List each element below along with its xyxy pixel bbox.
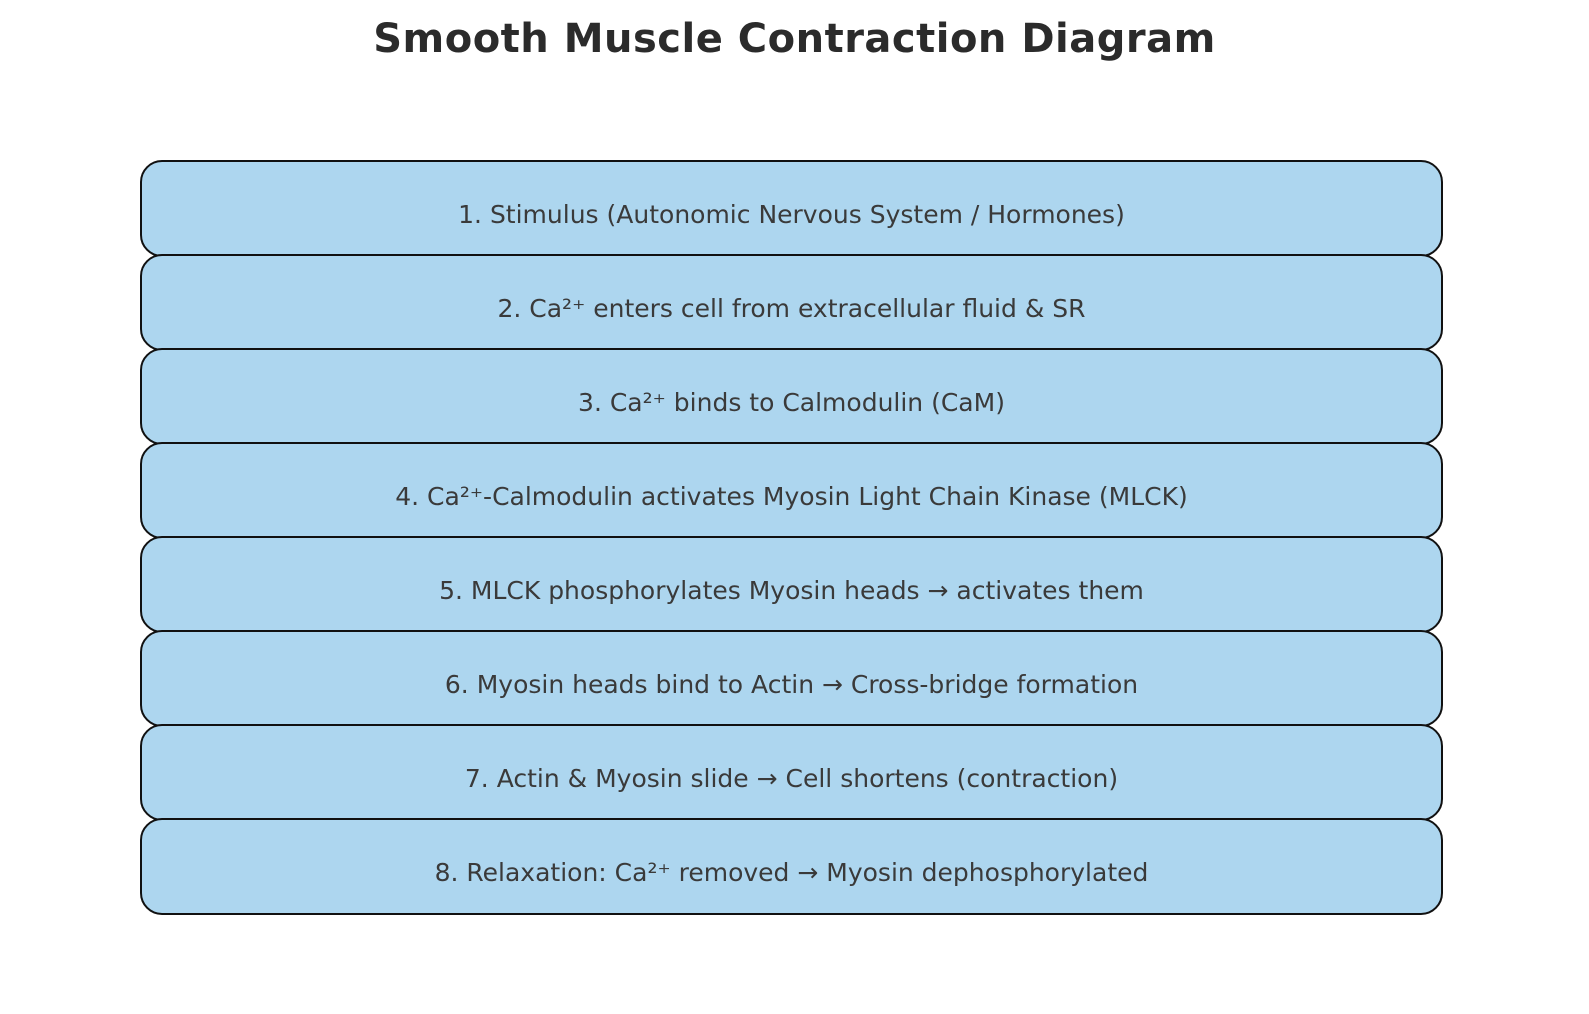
step-stack: 1. Stimulus (Autonomic Nervous System / … [140,160,1443,915]
step-box-7: 7. Actin & Myosin slide → Cell shortens … [140,724,1443,821]
diagram-title: Smooth Muscle Contraction Diagram [373,16,1216,62]
step-box-5: 5. MLCK phosphorylates Myosin heads → ac… [140,536,1443,633]
step-box-3: 3. Ca²⁺ binds to Calmodulin (CaM) [140,348,1443,445]
step-box-1: 1. Stimulus (Autonomic Nervous System / … [140,160,1443,257]
step-box-6: 6. Myosin heads bind to Actin → Cross-br… [140,630,1443,727]
step-box-8: 8. Relaxation: Ca²⁺ removed → Myosin dep… [140,818,1443,915]
step-box-2: 2. Ca²⁺ enters cell from extracellular f… [140,254,1443,351]
step-box-4: 4. Ca²⁺-Calmodulin activates Myosin Ligh… [140,442,1443,539]
